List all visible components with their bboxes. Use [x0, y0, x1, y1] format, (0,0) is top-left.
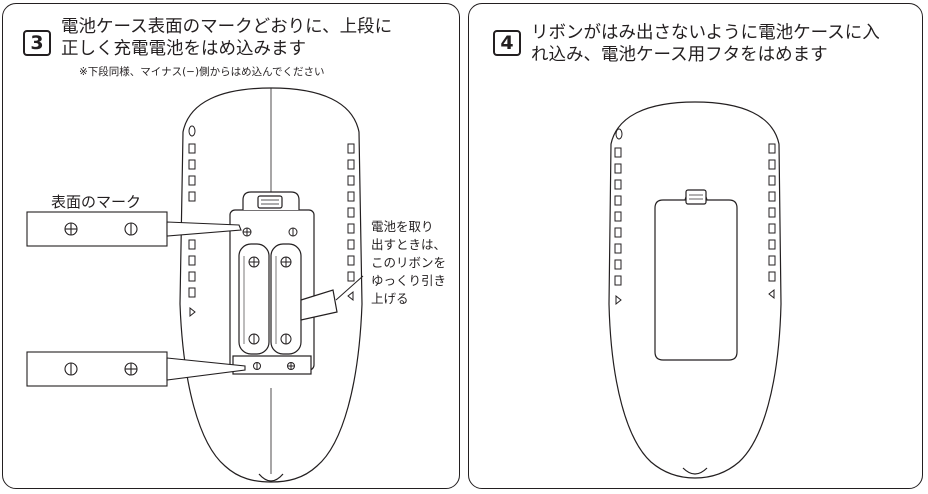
- step-3-title-line2: 正しく充電電池をはめ込みます: [61, 39, 306, 59]
- ribbon-callout-line5: 上げる: [371, 291, 409, 306]
- step-4-title-line2: れ込み、電池ケース用フタをはめます: [531, 45, 828, 65]
- step-3-note: ※下段同様、マイナス(−)側からはめ込んでください: [79, 66, 325, 78]
- step-3-illustration: 表面のマーク 電池を取り 出すときは、 このリボンを ゆっくり引き 上げる: [26, 87, 446, 483]
- step-number-badge: 4: [493, 30, 521, 56]
- left-vents: [188, 125, 196, 318]
- ribbon: [300, 289, 338, 321]
- step-4-illustration: [608, 101, 782, 479]
- ribbon-callout: 電池を取り 出すときは、 このリボンを ゆっくり引き 上げる: [371, 219, 446, 306]
- step-number-badge: 3: [23, 30, 51, 56]
- step-4-title-line1: リボンがはみ出さないように電池ケースに入: [531, 23, 880, 43]
- ribbon-callout-line1: 電池を取り: [371, 219, 434, 234]
- step-4-title: リボンがはみ出さないように電池ケースに入 れ込み、電池ケース用フタをはめます: [531, 22, 880, 66]
- ribbon-leader-line: [335, 275, 364, 301]
- ribbon-callout-line3: このリボンを: [371, 255, 446, 270]
- lower-mark-callout: [26, 351, 246, 387]
- step-3-title: 電池ケース表面のマークどおりに、上段に 正しく充電電池をはめ込みます: [61, 16, 392, 60]
- upper-mark-callout: [26, 211, 242, 247]
- right-vents: [347, 143, 355, 302]
- battery-lid: [654, 193, 738, 361]
- mark-label: 表面のマーク: [51, 193, 141, 211]
- step-4-panel: 4 リボンがはみ出さないように電池ケースに入 れ込み、電池ケース用フタをはめます: [468, 3, 923, 489]
- battery-right: [270, 243, 302, 355]
- right-vents: [768, 143, 776, 300]
- left-vents: [614, 128, 623, 306]
- battery-left: [238, 243, 270, 355]
- ribbon-callout-line4: ゆっくり引き: [371, 273, 446, 288]
- ribbon-callout-line2: 出すときは、: [371, 237, 446, 252]
- step-3-title-line1: 電池ケース表面のマークどおりに、上段に: [61, 17, 393, 37]
- step-3-panel: 3 電池ケース表面のマークどおりに、上段に 正しく充電電池をはめ込みます ※下段…: [2, 3, 460, 489]
